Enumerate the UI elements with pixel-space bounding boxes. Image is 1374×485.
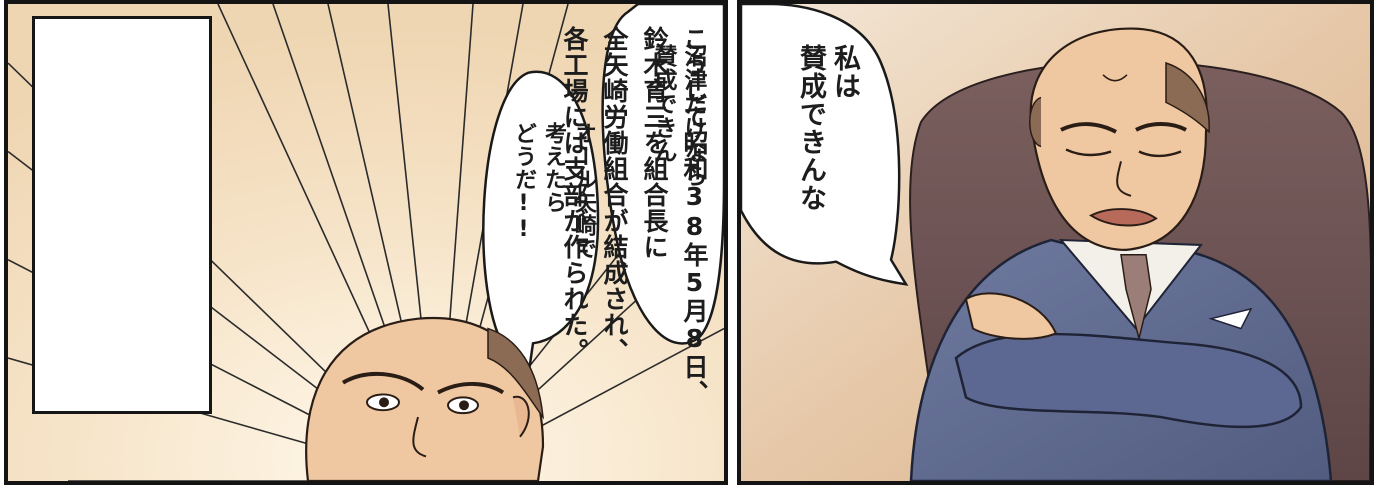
narration-text: こうして昭和38年5月8日、 鈴木育三を組合長に 全矢崎労働組合が結成され、 各… xyxy=(560,26,709,406)
crossed-arms xyxy=(954,332,1303,429)
speech-bubble-a xyxy=(601,4,724,345)
tie xyxy=(1120,254,1152,339)
narration-box xyxy=(32,16,212,414)
left-panel: こうして昭和38年5月8日、 鈴木育三を組合長に 全矢崎労働組合が結成され、 各… xyxy=(4,0,728,485)
speech-bubble-b xyxy=(482,70,600,381)
hand-left xyxy=(964,292,1058,340)
speech-bubble-numazu-text: 沼津だけなら 賛成できん xyxy=(650,44,706,188)
right-panel: 私は 賛成できんな xyxy=(737,0,1374,485)
speech-bubble-all-yazaki-text: オール矢崎で 考えたら どうだ!! xyxy=(511,122,596,260)
man-head-right xyxy=(1029,27,1210,251)
right-panel-art xyxy=(741,4,1370,481)
man-head-left xyxy=(305,316,545,481)
speech-bubble-watashi-text: 私は 賛成できんな xyxy=(795,44,860,212)
pocket-square xyxy=(1208,307,1253,330)
speech-bubble-c xyxy=(741,4,909,286)
